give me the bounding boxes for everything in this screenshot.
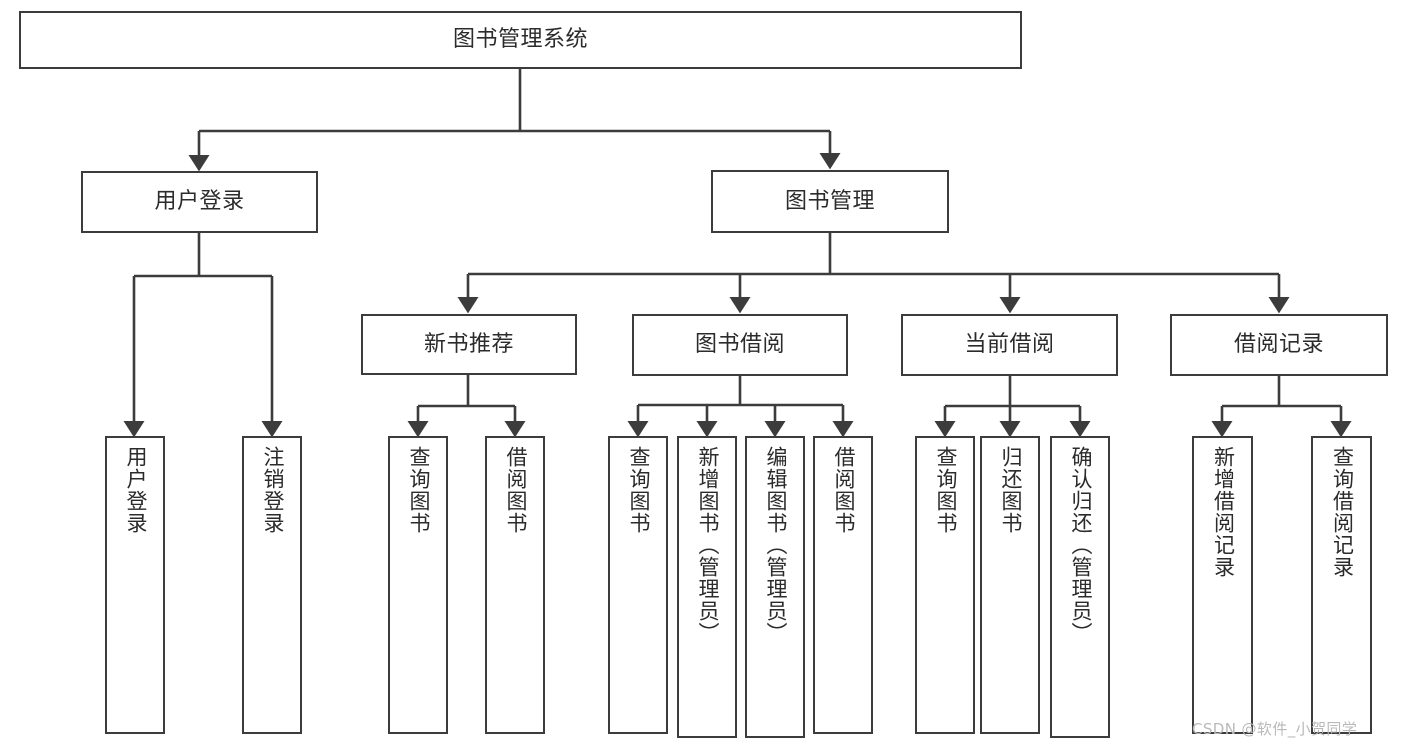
node-current-borrow[interactable]: 当前借阅 xyxy=(901,314,1118,376)
node-user-login[interactable]: 用户登录 xyxy=(81,171,318,233)
node-root-book-management-system[interactable]: 图书管理系统 xyxy=(19,11,1022,69)
leaf-user-login-2[interactable]: 注销登录 xyxy=(242,436,302,734)
node-label: 用户登录 xyxy=(123,446,148,534)
csdn-watermark: CSDN @软件_小贺同学 xyxy=(1192,720,1358,738)
node-label: 借阅记录 xyxy=(1233,332,1324,357)
node-book-borrow[interactable]: 图书借阅 xyxy=(632,314,848,376)
node-label: 新增图书（管理员） xyxy=(695,446,720,644)
node-label: 查询图书 xyxy=(933,446,958,534)
node-label: 编辑图书（管理员） xyxy=(763,446,788,644)
node-label: 确认归还（管理员） xyxy=(1068,446,1093,644)
node-borrow-record[interactable]: 借阅记录 xyxy=(1170,314,1388,376)
leaf-book-borrow-3[interactable]: 编辑图书（管理员） xyxy=(745,436,805,738)
leaf-new-book-recommend-2[interactable]: 借阅图书 xyxy=(485,436,545,734)
node-label: 借阅图书 xyxy=(831,446,856,534)
node-label: 新增借阅记录 xyxy=(1211,446,1236,578)
leaf-book-borrow-2[interactable]: 新增图书（管理员） xyxy=(677,436,737,738)
leaf-current-borrow-3[interactable]: 确认归还（管理员） xyxy=(1050,436,1110,738)
leaf-book-borrow-4[interactable]: 借阅图书 xyxy=(813,436,873,734)
node-book-management[interactable]: 图书管理 xyxy=(711,170,949,233)
node-label: 借阅图书 xyxy=(503,446,528,534)
node-label: 查询图书 xyxy=(626,446,651,534)
node-label: 查询借阅记录 xyxy=(1330,446,1355,578)
node-label: 注销登录 xyxy=(260,446,285,534)
leaf-borrow-record-2[interactable]: 查询借阅记录 xyxy=(1311,436,1372,734)
leaf-user-login-1[interactable]: 用户登录 xyxy=(105,436,165,734)
leaf-new-book-recommend-1[interactable]: 查询图书 xyxy=(388,436,448,734)
leaf-current-borrow-1[interactable]: 查询图书 xyxy=(915,436,975,734)
leaf-book-borrow-1[interactable]: 查询图书 xyxy=(608,436,668,734)
node-label: 图书管理 xyxy=(784,188,875,214)
node-label: 归还图书 xyxy=(998,446,1023,534)
node-label: 图书借阅 xyxy=(694,332,785,357)
node-label: 查询图书 xyxy=(406,446,431,534)
leaf-current-borrow-2[interactable]: 归还图书 xyxy=(980,436,1040,734)
node-new-book-recommend[interactable]: 新书推荐 xyxy=(361,314,577,375)
node-label: 用户登录 xyxy=(154,189,245,214)
node-label: 新书推荐 xyxy=(423,331,514,357)
node-label: 图书管理系统 xyxy=(452,27,588,52)
node-label: 当前借阅 xyxy=(964,332,1055,357)
leaf-borrow-record-1[interactable]: 新增借阅记录 xyxy=(1192,436,1253,734)
